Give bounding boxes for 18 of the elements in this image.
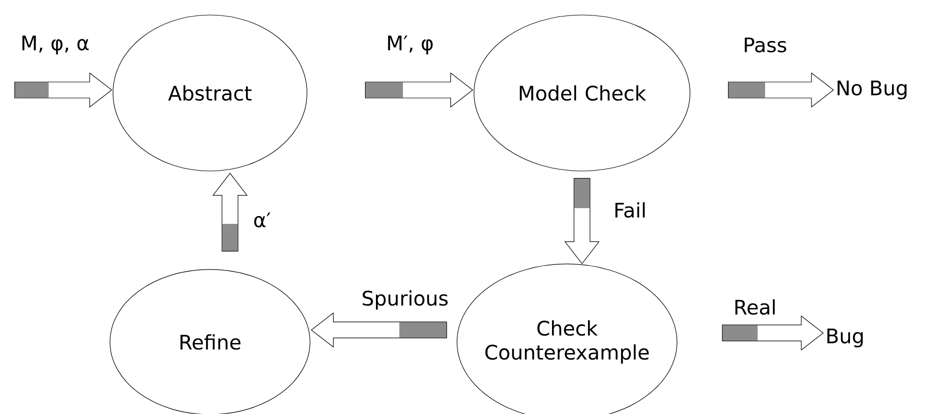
block-arrow [564,178,600,264]
edge-label: M, φ, α [22,36,89,54]
block-arrow [722,315,824,351]
edge-label: α′ [254,212,270,228]
block-arrow [365,72,474,108]
edge-label: M′, φ [388,36,433,54]
ellipse-node: Abstract [112,14,308,172]
block-arrow [728,72,834,108]
edge-label: Spurious [362,290,448,310]
result-text: Bug [827,328,863,348]
edge-label: Fail [615,202,645,218]
block-arrow [14,72,112,108]
result-text: No Bug [838,80,906,100]
block-arrow [212,172,248,252]
edge-label: Real [735,299,775,315]
block-arrow [310,312,447,348]
edge-label: Pass [744,38,786,52]
ellipse-node: Model Check [474,14,690,172]
